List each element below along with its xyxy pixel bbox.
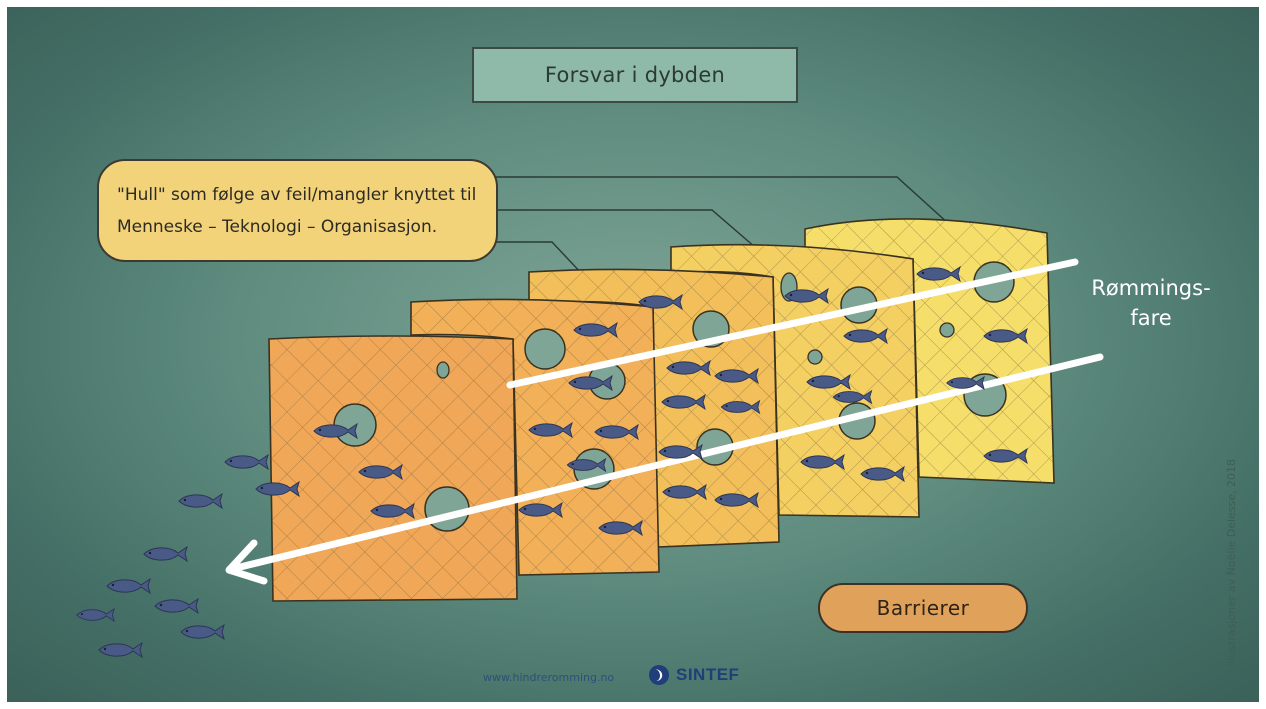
callout-line-1: "Hull" som følge av feil/mangler knyttet… [117, 184, 477, 205]
website-link[interactable]: www.hindreromming.no [483, 671, 615, 684]
fish-icon [224, 454, 269, 470]
fish-icon [180, 624, 225, 640]
diagram-stage: Forsvar i dybden "Hull" som følge av fei… [7, 7, 1259, 702]
sintef-logo: SINTEF [648, 664, 739, 686]
escape-risk-arrows [225, 258, 1104, 585]
fish-icon [143, 546, 188, 562]
fish-icon [106, 578, 151, 594]
callout-line-2: Menneske – Teknologi – Organisasjon. [117, 216, 438, 237]
escape-risk-line-1: Rømmings- [1091, 276, 1211, 300]
fish-icon [98, 642, 143, 658]
sintef-logo-icon [649, 665, 669, 685]
fish-icon [76, 608, 115, 622]
escape-risk-label: Rømmings- fare [1071, 273, 1231, 333]
swiss-cheese-illustration [76, 176, 1104, 658]
barrier-slice-1 [268, 335, 518, 602]
escape-risk-line-2: fare [1130, 306, 1172, 330]
sintef-logo-text: SINTEF [676, 665, 740, 684]
illustration-credit: Illustrasjoner av Noëlie Delesse, 2018 [1225, 458, 1238, 667]
barriers-label: Barrierer [818, 583, 1028, 633]
fish-icon [154, 598, 199, 614]
fish-icon [178, 493, 223, 509]
title-box: Forsvar i dybden [472, 47, 798, 103]
holes-callout: "Hull" som følge av feil/mangler knyttet… [97, 159, 498, 262]
barrier-slice-5 [804, 218, 1055, 484]
